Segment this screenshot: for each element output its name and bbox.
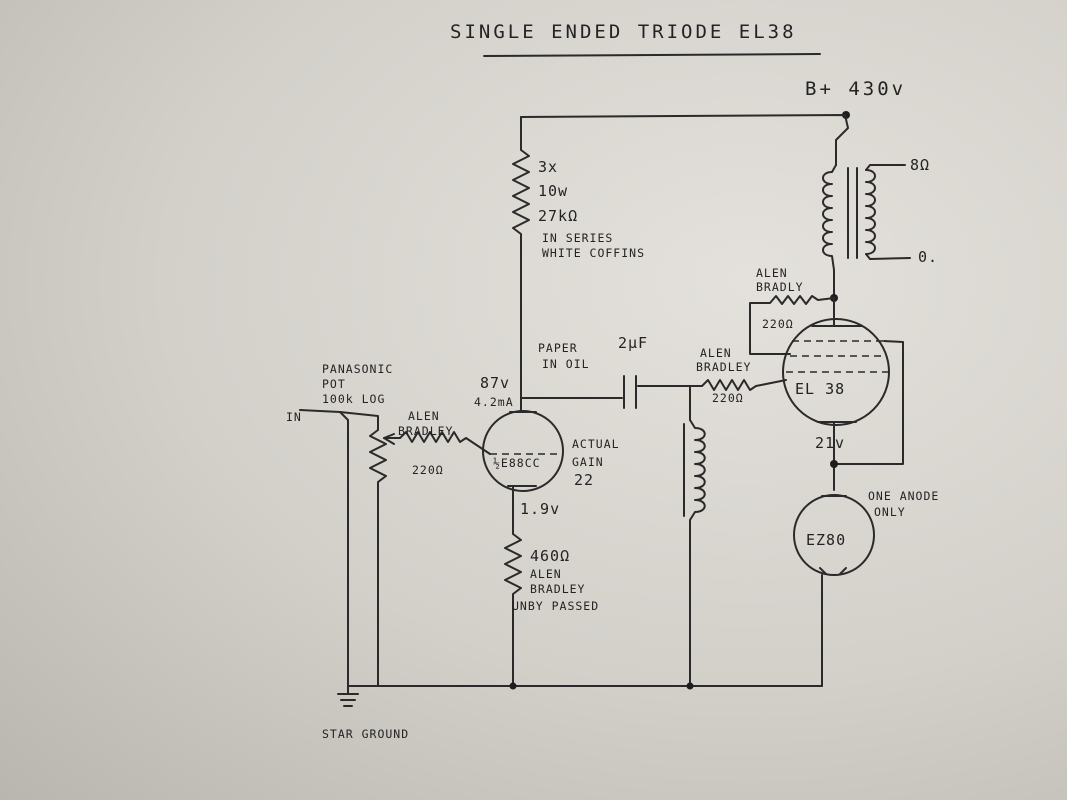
- schematic-title: SINGLE ENDED TRIODE EL38: [450, 21, 797, 43]
- secondary-tap-high-lead: [865, 164, 906, 171]
- anode-resistor-value: 27kΩ: [538, 207, 578, 225]
- driver-tube: [482, 410, 564, 492]
- screen-resistor: [749, 295, 835, 355]
- gain-label2: GAIN: [572, 455, 604, 469]
- pot-wiper-arrow: [383, 433, 395, 445]
- input-wire: [299, 409, 349, 687]
- bplus-rail: [520, 114, 849, 166]
- ez80-label: EZ80: [806, 531, 846, 549]
- grid-choke: [689, 419, 706, 687]
- pot-value: 100k LOG: [322, 392, 385, 406]
- ez80-cathode: [819, 567, 847, 575]
- anode-resistor: [512, 116, 530, 413]
- driver-tube-label: ½E88CC: [493, 456, 541, 470]
- driver-grid-stopper-brand2: BRADLEY: [398, 424, 453, 438]
- cathode-resistor-brand1: ALEN: [530, 567, 562, 581]
- output-tap-0: 0.: [918, 248, 938, 266]
- ez80-note2: ONLY: [874, 505, 906, 519]
- el38-cathode-node: [830, 460, 838, 468]
- cap-type1: PAPER: [538, 341, 578, 355]
- el38-suppressor-tie: [833, 340, 904, 465]
- driver-anode-current: 4.2mA: [474, 395, 514, 409]
- driver-grid-stopper: [383, 431, 491, 455]
- output-transformer-primary: [822, 164, 837, 299]
- el38-grid-stopper-brand1: ALEN: [700, 346, 732, 360]
- el38-label: EL 38: [795, 380, 845, 398]
- el38-grid-stopper-brand2: BRADLEY: [696, 360, 751, 374]
- cathode-voltage: 1.9v: [520, 500, 560, 518]
- star-ground-symbol: [337, 685, 359, 707]
- screen-resistor-brand1: ALEN: [756, 266, 788, 280]
- bplus-label: B+ 430v: [805, 78, 906, 100]
- output-transformer-secondary: [865, 169, 876, 255]
- el38-grid-stopper-value: 220Ω: [712, 391, 744, 405]
- el38-grid-stopper: [689, 379, 787, 391]
- screen-resistor-brand2: BRADLY: [756, 280, 804, 294]
- cap-value: 2μF: [618, 334, 648, 352]
- secondary-tap-low-lead: [865, 253, 911, 260]
- pot-type: POT: [322, 377, 346, 391]
- title-underline: [483, 53, 821, 57]
- el38-tube: [782, 318, 890, 426]
- cap-type2: IN OIL: [542, 357, 590, 371]
- cathode-resistor: [504, 485, 522, 687]
- screen-resistor-value: 220Ω: [762, 317, 794, 331]
- anode-resistor-qty: 3x: [538, 158, 558, 176]
- gain-label1: ACTUAL: [572, 437, 620, 451]
- star-ground-label: STAR GROUND: [322, 727, 409, 741]
- anode-resistor-note1: IN SERIES: [542, 231, 613, 245]
- output-tap-8ohm: 8Ω: [910, 156, 930, 174]
- volume-pot: [339, 411, 387, 687]
- ground-node-cathode: [509, 682, 517, 690]
- driver-anode-voltage: 87v: [480, 374, 510, 392]
- cap-out-wire: [637, 385, 691, 421]
- input-label: IN: [286, 410, 302, 424]
- gain-value: 22: [574, 471, 594, 489]
- cathode-resistor-value: 460Ω: [530, 547, 570, 565]
- el38-cathode-voltage: 21v: [815, 434, 845, 452]
- ez80-note1: ONE ANODE: [868, 489, 939, 503]
- cathode-resistor-note: UNBY PASSED: [512, 599, 599, 613]
- pot-brand: PANASONIC: [322, 362, 393, 376]
- anode-resistor-power: 10w: [538, 182, 568, 200]
- anode-resistor-note2: WHITE COFFINS: [542, 246, 645, 260]
- driver-grid-stopper-brand1: ALEN: [408, 409, 440, 423]
- driver-grid-stopper-value: 220Ω: [412, 463, 444, 477]
- ground-node-choke: [686, 682, 694, 690]
- cathode-resistor-brand2: BRADLEY: [530, 582, 585, 596]
